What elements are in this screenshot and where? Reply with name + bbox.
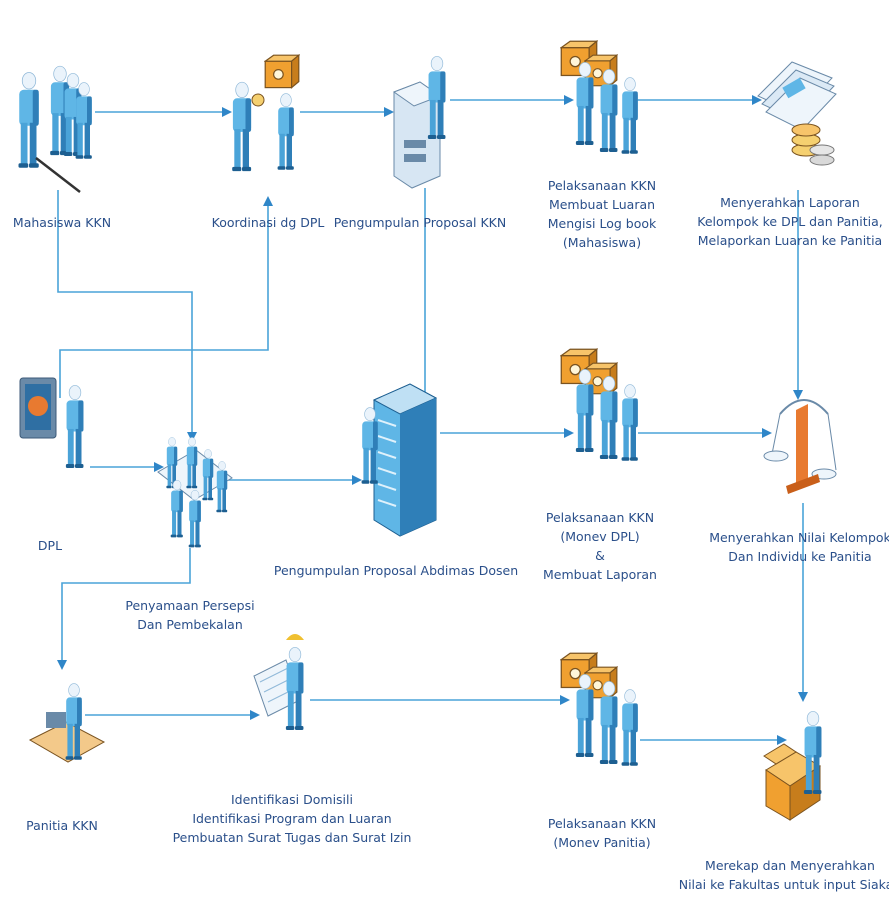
mahasiswa-label: Mahasiswa KKN xyxy=(13,215,111,230)
server-rack-icon xyxy=(361,383,438,537)
person-with-package-icon xyxy=(763,710,822,821)
laporan-kelompok-label: Menyerahkan Laporan xyxy=(720,195,860,210)
scales-icon xyxy=(763,399,837,494)
pelaksanaan-dpl-label: Pelaksanaan KKN xyxy=(546,510,654,525)
koordinasi-label: Koordinasi dg DPL xyxy=(212,215,325,230)
workers-group-icon xyxy=(560,652,639,767)
identifikasi-label: Pembuatan Surat Tugas dan Surat Izin xyxy=(173,830,412,845)
nilai-label: Dan Individu ke Panitia xyxy=(728,549,871,564)
connector-mahasiswa-penyamaan xyxy=(57,190,197,442)
connectors xyxy=(57,95,808,745)
meeting-table-icon xyxy=(157,437,233,548)
pengumpulan-kkn-label: Pengumpulan Proposal KKN xyxy=(334,215,506,230)
identifikasi-label: Identifikasi Program dan Luaran xyxy=(192,811,391,826)
documents-and-coins-icon xyxy=(757,61,837,166)
dpl-label: DPL xyxy=(38,538,62,553)
person-with-box-icon xyxy=(231,54,300,172)
merekap-label: Merekap dan Menyerahkan xyxy=(705,858,875,873)
person-at-desk-icon xyxy=(28,683,106,763)
connector-penyamaan-panitia xyxy=(57,548,191,670)
merekap-label: Nilai ke Fakultas untuk input Siakad xyxy=(679,877,889,892)
nilai-label: Menyerahkan Nilai Kelompok xyxy=(709,530,889,545)
pelaksanaan-mhs-label: Mengisi Log book xyxy=(548,216,657,231)
penyamaan-label: Penyamaan Persepsi xyxy=(125,598,254,613)
pelaksanaan-dpl-label: (Monev DPL) xyxy=(560,529,639,544)
pelaksanaan-panitia-label: Pelaksanaan KKN xyxy=(548,816,656,831)
pelaksanaan-dpl-label: & xyxy=(595,548,605,563)
pelaksanaan-dpl-label: Membuat Laporan xyxy=(543,567,657,582)
laporan-kelompok-label: Kelompok ke DPL dan Panitia, xyxy=(697,214,882,229)
workers-group-icon xyxy=(560,40,639,155)
pelaksanaan-mhs-label: Membuat Luaran xyxy=(549,197,655,212)
pelaksanaan-mhs-label: (Mahasiswa) xyxy=(563,235,641,250)
node-labels: Mahasiswa KKN Koordinasi dg DPL Pengumpula… xyxy=(13,178,889,892)
identifikasi-label: Identifikasi Domisili xyxy=(231,792,353,807)
laporan-kelompok-label: Melaporkan Luaran ke Panitia xyxy=(698,233,882,248)
engineer-with-blueprint-icon xyxy=(253,634,304,731)
presenter-icon xyxy=(19,377,84,469)
workers-group-icon xyxy=(560,348,639,462)
pelaksanaan-panitia-label: (Monev Panitia) xyxy=(553,835,650,850)
pengumpulan-abdimas-label: Pengumpulan Proposal Abdimas Dosen xyxy=(274,563,518,578)
students-group-icon xyxy=(18,65,93,193)
pelaksanaan-mhs-label: Pelaksanaan KKN xyxy=(548,178,656,193)
panitia-label: Panitia KKN xyxy=(26,818,98,833)
penyamaan-label: Dan Pembekalan xyxy=(137,617,243,632)
connector-dpl-koordinasi xyxy=(59,196,273,398)
person-at-copier-icon xyxy=(392,55,446,189)
